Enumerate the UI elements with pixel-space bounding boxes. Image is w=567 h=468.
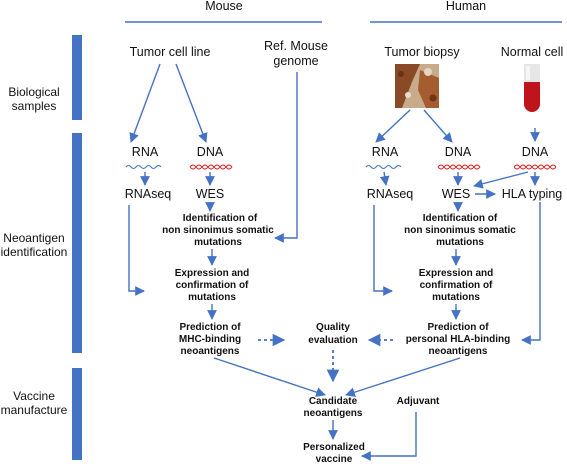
human-expression-2: confirmation of bbox=[420, 280, 493, 291]
section-bar-vaccine bbox=[72, 368, 82, 460]
arrow-human-rnaseq-expression bbox=[373, 205, 393, 296]
mouse-rna-label: RNA bbox=[132, 145, 159, 159]
vaccine-arrows bbox=[328, 412, 417, 461]
quality-arrows bbox=[258, 333, 393, 383]
mouse-ref-genome-1: Ref. Mouse bbox=[264, 39, 328, 53]
mouse-ref-genome-2: genome bbox=[273, 54, 318, 68]
human-dna-normal-wave-a bbox=[513, 164, 557, 170]
human-normal-cell: Normal cell bbox=[501, 45, 564, 59]
mouse-arrows bbox=[128, 63, 326, 397]
human-prediction-2: personal HLA-binding bbox=[406, 334, 510, 345]
adjuvant-label: Adjuvant bbox=[397, 396, 440, 407]
human-identification-2: non sinonimus somatic bbox=[404, 225, 516, 236]
section-label-vaccine-2: manufacture bbox=[1, 403, 68, 417]
section-label-neoantigen-2: identification bbox=[1, 245, 68, 259]
section-label-biological-1: Biological bbox=[8, 85, 59, 99]
human-dna-wave-b bbox=[437, 164, 481, 170]
human-hla-typing-label: HLA typing bbox=[502, 187, 563, 201]
human-expression-3: mutations bbox=[432, 292, 480, 303]
mouse-expression-1: Expression and bbox=[175, 268, 249, 279]
quality-evaluation-1: Quality bbox=[316, 322, 350, 333]
mouse-expression-2: confirmation of bbox=[176, 280, 249, 291]
human-identification-3: mutations bbox=[436, 237, 484, 248]
blood-tube-icon bbox=[524, 64, 540, 112]
human-rna-label: RNA bbox=[372, 145, 399, 159]
mouse-identification-3: mutations bbox=[194, 237, 242, 248]
mouse-identification-2: non sinonimus somatic bbox=[162, 225, 274, 236]
arrow-biopsy-dna bbox=[423, 109, 453, 143]
human-arrows bbox=[345, 109, 541, 397]
section-label-vaccine-1: Vaccine bbox=[13, 389, 55, 403]
arrow-normal-dna-wes bbox=[473, 171, 529, 189]
human-prediction-1: Prediction of bbox=[427, 322, 489, 333]
section-label-neoantigen-1: Neoantigen bbox=[3, 231, 64, 245]
human-identification-1: Identification of bbox=[423, 213, 498, 224]
mouse-prediction-2: MHC-binding bbox=[179, 334, 241, 345]
mouse-rna-wave bbox=[125, 165, 162, 169]
arrow-ref-genome-identification bbox=[274, 72, 298, 243]
mouse-wes-label: WES bbox=[196, 187, 224, 201]
mouse-identification-1: Identification of bbox=[183, 213, 258, 224]
arrow-hla-prediction bbox=[521, 202, 541, 345]
arrow-cellline-dna bbox=[175, 63, 208, 143]
candidate-neoantigens-1: Candidate bbox=[309, 396, 358, 407]
human-rnaseq-label: RNAseq bbox=[367, 187, 414, 201]
mouse-dna-label: DNA bbox=[197, 145, 224, 159]
personalized-vaccine-1: Personalized bbox=[303, 442, 365, 453]
mouse-prediction-1: Prediction of bbox=[179, 322, 241, 333]
human-wes-label: WES bbox=[442, 187, 470, 201]
arrow-rnaseq-expression bbox=[128, 205, 145, 296]
arrow-adjuvant-vaccine bbox=[361, 412, 417, 461]
mouse-header: Mouse bbox=[205, 0, 243, 13]
candidate-neoantigens-2: neoantigens bbox=[304, 408, 363, 419]
human-tumor-biopsy: Tumor biopsy bbox=[384, 45, 460, 59]
tissue-biopsy-image bbox=[395, 64, 439, 108]
arrow-biopsy-rna bbox=[375, 109, 411, 143]
section-label-biological-2: samples bbox=[12, 99, 57, 113]
mouse-prediction-3: neoantigens bbox=[181, 346, 240, 357]
section-bar-biological bbox=[72, 35, 82, 120]
mouse-tumor-cell-line: Tumor cell line bbox=[130, 45, 211, 59]
quality-evaluation-2: evaluation bbox=[308, 335, 357, 346]
mouse-dna-wave-a bbox=[189, 164, 233, 170]
mouse-rnaseq-label: RNAseq bbox=[125, 187, 172, 201]
arrow-human-prediction-candidate bbox=[345, 357, 461, 397]
arrow-human-rna-rnaseq bbox=[379, 171, 390, 186]
arrow-cellline-rna bbox=[129, 63, 161, 143]
human-dna-wave-a bbox=[437, 164, 481, 170]
human-header: Human bbox=[446, 0, 486, 13]
mouse-dna-wave-b bbox=[189, 164, 233, 170]
human-prediction-3: neoantigens bbox=[429, 346, 488, 357]
human-rna-wave bbox=[365, 165, 402, 169]
personalized-vaccine-2: vaccine bbox=[316, 454, 353, 465]
human-dna-label: DNA bbox=[445, 145, 472, 159]
mouse-expression-3: mutations bbox=[188, 292, 236, 303]
human-expression-1: Expression and bbox=[419, 268, 493, 279]
section-bar-neoantigen bbox=[72, 133, 82, 353]
arrow-mouse-prediction-candidate bbox=[213, 357, 326, 397]
human-dna-normal-label: DNA bbox=[522, 145, 549, 159]
human-dna-normal-wave-b bbox=[513, 164, 557, 170]
